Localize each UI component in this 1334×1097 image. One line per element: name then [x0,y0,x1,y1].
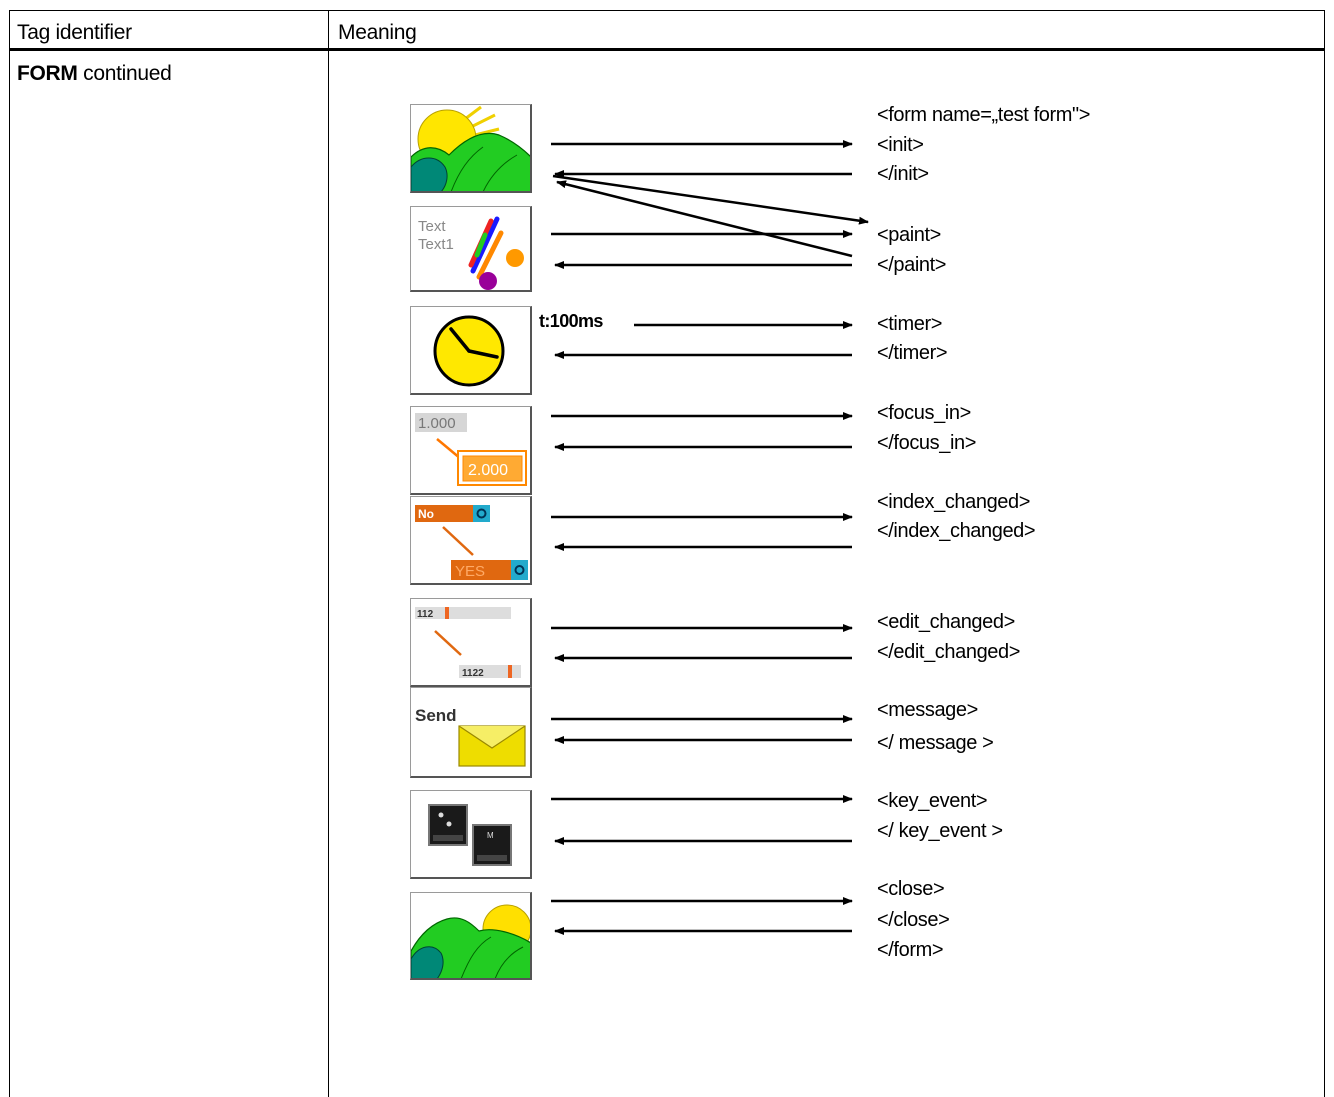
timer-annotation: t:100ms [539,311,603,331]
table-column-divider [328,10,329,1097]
tag-message-close: </ message > [877,732,994,754]
arrow-paint-to-init [556,180,853,258]
landscape-close-icon [410,892,532,980]
tag-form-close: </form> [877,939,944,961]
tag-timer-open: <timer> [877,313,943,335]
svg-text:1122: 1122 [462,668,484,679]
send-envelope-icon: Send [410,687,532,778]
tag-key-event-close: </ key_event > [877,820,1003,842]
tag-edit-changed-open: <edit_changed> [877,611,1015,633]
clock-icon [410,306,532,395]
row-label: FORM continued [17,61,172,87]
tag-close-open: <close> [877,878,945,900]
svg-text:No: No [418,507,434,521]
svg-text:Send: Send [415,706,457,725]
tag-key-event-open: <key_event> [877,790,988,812]
tag-focus-in-close: </focus_in> [877,432,977,454]
paint-icon-text1: Text1 [418,236,454,253]
tag-focus-in-open: <focus_in> [877,402,971,424]
svg-text:2.000: 2.000 [468,462,508,479]
tag-message-open: <message> [877,699,978,721]
table-header-rule [9,48,1325,51]
tag-index-changed-close: </index_changed> [877,520,1036,542]
table-border-top [9,10,1325,11]
svg-text:1.000: 1.000 [418,415,456,432]
tag-paint-close: </paint> [877,254,947,276]
svg-text:M: M [487,831,494,840]
row-label-continued: continued [77,62,172,85]
tag-edit-changed-close: </edit_changed> [877,641,1021,663]
header-tag-identifier: Tag identifier [17,21,132,44]
landscape-sun-icon [410,104,532,193]
index-changed-icon: No YES [410,496,532,585]
tag-paint-open: <paint> [877,224,941,246]
tag-index-changed-open: <index_changed> [877,491,1031,513]
keyboard-keys-icon: M [410,790,532,879]
tag-form-open: <form name=„test form"> [877,104,1090,126]
svg-text:112: 112 [417,609,434,620]
tag-timer-close: </timer> [877,342,948,364]
svg-text:YES: YES [455,563,485,580]
arrow-init-to-paint [552,174,869,225]
table-border-left [9,10,10,1097]
edit-changed-icon: 112 1122 [410,598,532,687]
paint-icon-text: Text [418,218,446,235]
tag-close-close: </close> [877,909,950,931]
header-meaning: Meaning [338,21,417,44]
tag-init-close: </init> [877,163,929,185]
table-border-right [1324,10,1325,1097]
focus-numbers-icon: 1.000 2.000 [410,406,532,495]
tag-init-open: <init> [877,134,924,156]
text-paint-icon: Text Text1 [410,206,532,292]
row-label-form: FORM [17,62,78,85]
